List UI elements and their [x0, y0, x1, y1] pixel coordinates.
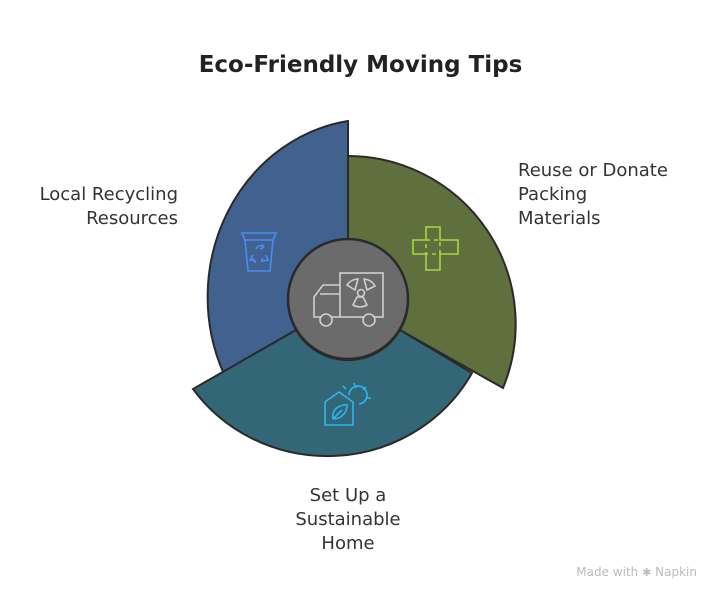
bandage-cross-icon — [412, 226, 459, 271]
napkin-logo-icon: ✱ — [642, 566, 652, 579]
napkin-watermark[interactable]: Made with ✱ Napkin — [576, 565, 697, 579]
label-line: Local Recycling — [39, 184, 178, 205]
label-line: Reuse or Donate — [518, 160, 668, 181]
label-local-recycling: Local Recycling Resources — [40, 183, 178, 231]
made-with-text: Made with — [576, 565, 639, 579]
label-sustainable-home: Set Up a Sustainable Home — [248, 484, 448, 556]
label-line: Resources — [86, 208, 178, 229]
label-line: Home — [321, 533, 375, 554]
center-hub — [286, 237, 410, 361]
label-line: Packing — [518, 184, 588, 205]
label-line: Sustainable — [295, 509, 401, 530]
napkin-brand: Napkin — [655, 565, 697, 579]
label-line: Set Up a — [309, 485, 387, 506]
label-reuse-donate: Reuse or Donate Packing Materials — [518, 159, 668, 231]
moving-truck-hazard-icon — [313, 272, 384, 327]
eco-home-icon — [324, 382, 371, 426]
label-line: Materials — [518, 208, 601, 229]
recycle-bin-icon — [240, 232, 278, 272]
diagram-title: Eco-Friendly Moving Tips — [198, 52, 523, 78]
